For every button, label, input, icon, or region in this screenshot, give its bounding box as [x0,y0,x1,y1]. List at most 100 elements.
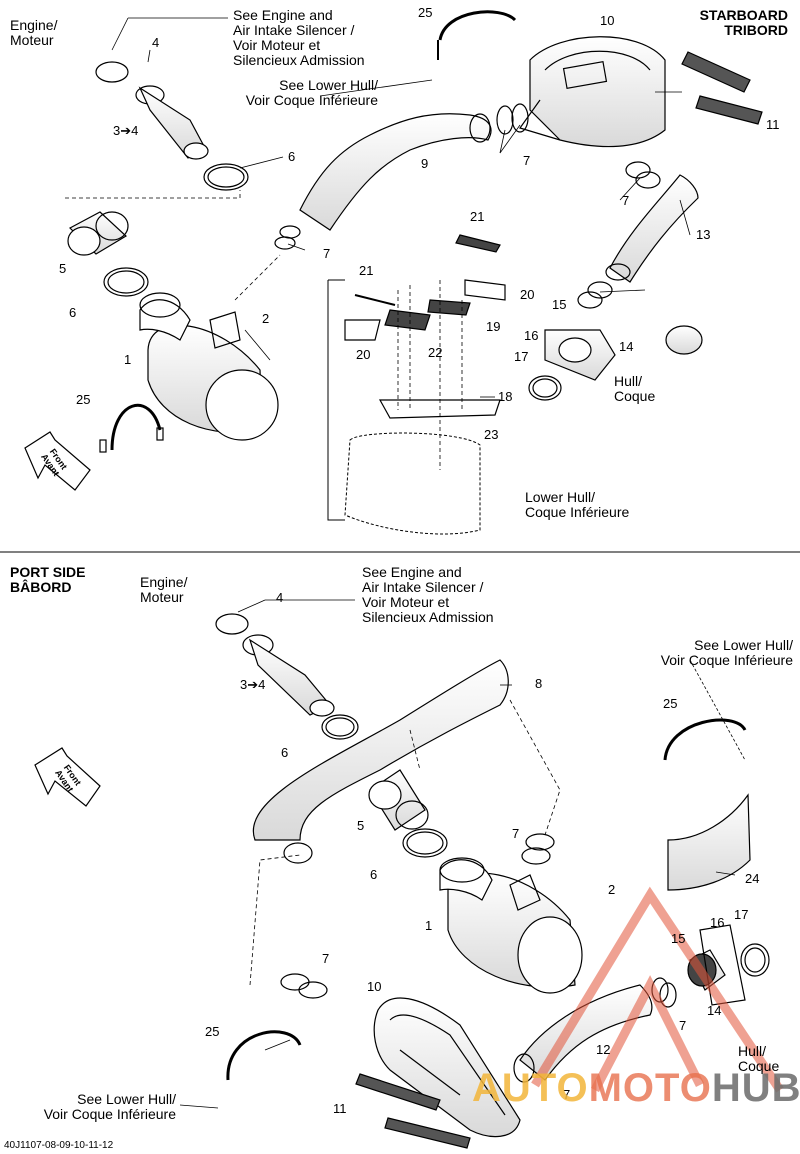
sleeve-5-bottom [368,769,429,831]
callout: 14 [619,339,634,354]
tube-8-bottom [252,659,509,864]
callout: 11 [766,117,780,132]
see-lower-hull-label-top: See Lower Hull/ Voir Coque Inférieure [245,77,378,108]
callout: 3➔4 [240,677,266,692]
clamps-7-bottom-a [521,833,555,865]
callout: 17 [734,907,749,922]
callout: 1 [124,352,132,367]
callout: 10 [367,979,382,994]
callout: 18 [498,389,513,404]
callout: 3➔4 [113,123,139,138]
front-arrow-top [24,431,91,491]
clamps-7-top-b [496,103,529,135]
hull-label-bottom: Hull/ Coque [738,1043,780,1074]
callout: 10 [600,13,615,28]
callout: 5 [357,818,365,833]
assembly-lines [65,190,561,986]
callout: 17 [514,349,529,364]
callout: 4 [152,35,160,50]
callout: 16 [524,328,539,343]
callout: 25 [663,696,678,711]
see-lower-hull-label-left: See Lower Hull/ Voir Coque Inférieure [43,1091,176,1122]
callout: 5 [59,261,67,276]
watermark-part-3: HUB [711,1066,800,1110]
see-engine-label-bottom: See Engine and Air Intake Silencer / Voi… [362,564,494,625]
callout: 8 [535,676,543,691]
tube-9-top [299,113,492,231]
callout: 6 [69,305,77,320]
front-arrow-bottom [34,747,101,807]
see-lower-hull-label-right: See Lower Hull/ Voir Coque Inférieure [660,637,793,668]
callout: 12 [596,1042,611,1057]
callout: 7 [622,193,630,208]
callout: 6 [281,745,289,760]
callout: 21 [359,263,374,278]
leader-lines [111,17,746,1109]
callout: 20 [356,347,371,362]
callout: 13 [696,227,711,242]
callout: 6 [370,867,378,882]
engine-coupler-bottom [215,613,335,717]
hull-label-top: Hull/ Coque [614,373,656,404]
outlet-14-top [528,281,703,401]
water-box-10-bottom [373,997,521,1138]
callout: 7 [563,1087,571,1102]
callout: 7 [512,826,520,841]
engine-label-bottom: Engine/ Moteur [140,574,188,605]
watermark-part-2: MOTO [588,1066,712,1110]
callout: 21 [470,209,485,224]
callout: 20 [520,287,535,302]
callout: 24 [745,871,760,886]
watermark-text: AUTOMOTOHUB [472,1066,800,1111]
lower-hull-inset [327,234,506,535]
callout: 2 [262,311,270,326]
callout: 15 [552,297,567,312]
callout: 7 [323,246,331,261]
sleeve-5-top [67,211,129,256]
clamps-7-bottom-b [280,973,328,999]
callout: 1 [425,918,433,933]
muffler-1-top [139,292,279,441]
engine-label-top: Engine/ Moteur [10,17,58,48]
clamp-6-top [203,163,249,191]
callout: 14 [707,1003,722,1018]
callout: 4 [276,590,284,605]
callout: 25 [205,1024,220,1039]
pads-11-bottom [355,1073,471,1149]
callout: 7 [322,951,330,966]
tube-13-top [605,174,699,283]
callout: 7 [523,153,531,168]
plate-24-bottom [667,793,751,891]
watermark-part-1: AUTO [472,1066,589,1110]
watermark-logo [531,886,784,1093]
lower-hull-label: Lower Hull/ Coque Inférieure [525,489,630,520]
starboard-header: STARBOARD TRIBORD [699,7,788,38]
clamps-7-top-c [625,161,661,189]
callout: 2 [608,882,616,897]
water-box-10-top [519,36,666,148]
figure-code: 40J1107-08-09-10-11-12 [4,1140,114,1151]
callout: 19 [486,319,501,334]
callout: 25 [418,5,433,20]
pads-11-top [681,51,763,125]
clamps-7-top-a [274,225,301,250]
callout: 7 [679,1018,687,1033]
port-header: PORT SIDE BÂBORD [10,564,86,595]
clamp-6b-bottom [402,828,448,858]
muffler-1-bottom [439,857,583,994]
strap-25-bottom [226,718,747,1081]
clamp-6b-top [103,267,149,297]
callout: 16 [710,915,725,930]
engine-coupler-top [95,61,209,160]
clamp-6-bottom [321,714,359,740]
callout: 23 [484,427,499,442]
see-engine-label-top: See Engine and Air Intake Silencer / Voi… [233,7,365,68]
callout: 6 [288,149,296,164]
callout: 15 [671,931,686,946]
callout: 11 [333,1101,347,1116]
callout: 22 [428,345,443,360]
strap-25-top [99,10,517,453]
callout: 25 [76,392,91,407]
callout: 9 [421,156,429,171]
